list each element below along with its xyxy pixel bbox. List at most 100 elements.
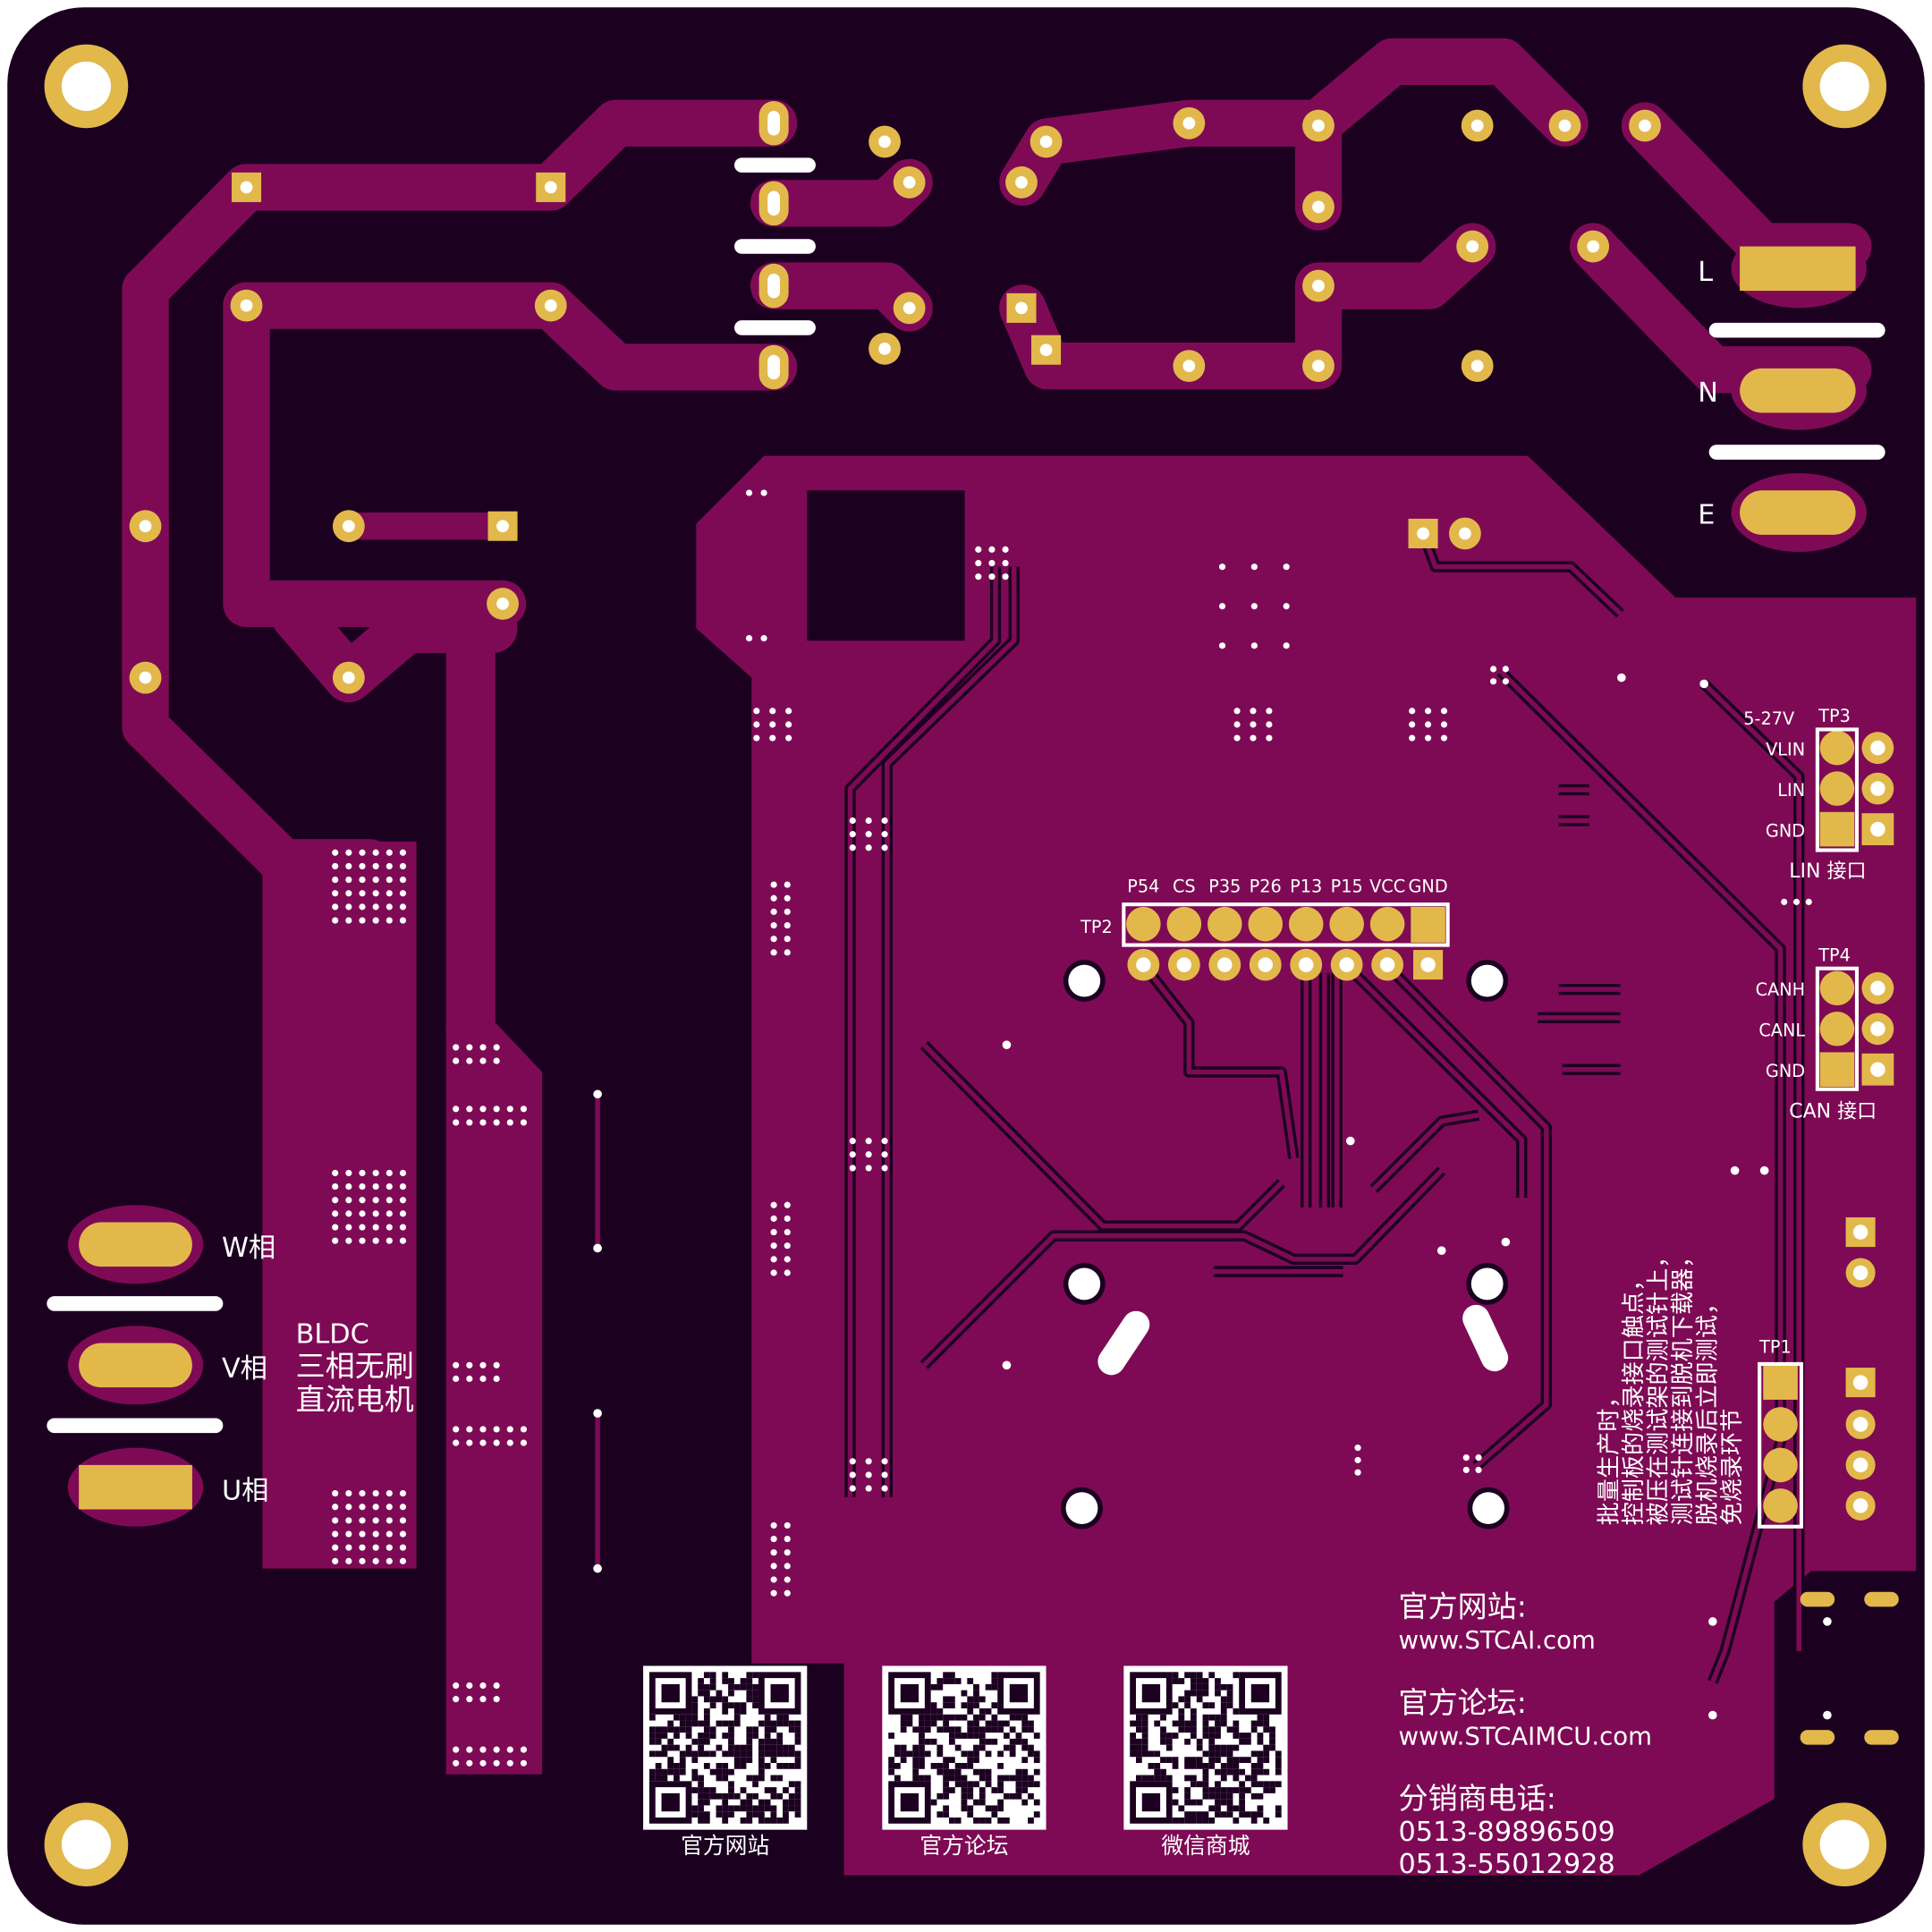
qr-module [698,1683,704,1690]
qr-module [703,1817,710,1824]
qr-module [997,1726,1004,1733]
qr-module [783,1817,789,1824]
tp2-pad [1288,906,1324,942]
qr-module [648,1726,656,1733]
qr-module [746,1799,753,1806]
qr-module [740,1702,747,1709]
qr-module [1244,1811,1251,1818]
via [1250,708,1257,715]
qr-module [691,1708,699,1715]
qr-module [703,1726,710,1733]
pad-u [79,1464,192,1510]
qr-module [1135,1757,1142,1764]
qr-module [1220,1744,1227,1751]
qr-module [1202,1690,1209,1697]
via [493,1057,500,1064]
qr-module [698,1690,704,1697]
qr-module [661,1726,668,1733]
qr-module [770,1792,777,1800]
qr-module [1250,1726,1258,1733]
pad-drill [1379,957,1395,972]
qr-module [770,1738,777,1745]
qr-module [954,1678,962,1684]
qr-module [1130,1738,1136,1745]
qr-module [1135,1775,1142,1782]
qr-module [740,1805,747,1812]
via [372,917,379,924]
qr-module [1250,1750,1258,1758]
qr-module [1215,1750,1221,1758]
via [784,1201,791,1208]
via [332,1237,339,1244]
qr-module [1033,1781,1040,1788]
qr-module [1257,1811,1264,1818]
copper-strip-lower [445,1022,543,1775]
qr-module [1003,1817,1010,1824]
qr-module [703,1738,710,1745]
via [386,1544,393,1551]
via [332,1544,339,1551]
qr-module [1215,1714,1221,1721]
qr-module [746,1696,753,1703]
qr-module [1021,1714,1029,1721]
pad-drill [1870,821,1885,837]
qr-module [919,1775,925,1782]
via [784,1242,791,1250]
qr-module [900,1720,907,1727]
qr-module [783,1720,789,1727]
qr-module [919,1714,925,1721]
qr-module [685,1720,692,1727]
qr-module [973,1768,979,1775]
module-hole [1068,1267,1101,1301]
qr-module [900,1726,907,1733]
qr-module [930,1738,937,1745]
qr-module [1208,1805,1216,1812]
via [372,1557,379,1564]
qr-module [1015,1775,1022,1782]
qr-module [655,1726,662,1733]
note-line: 脱机烧录后立即测试， [1695,1292,1722,1526]
via [386,1197,393,1204]
qr-module [722,1672,729,1679]
qr-module [991,1683,998,1690]
qr-module [1208,1733,1216,1739]
via [1002,559,1009,567]
via [784,1256,791,1263]
via [479,1682,487,1690]
qr-module [967,1726,974,1733]
via [345,1169,352,1177]
qr-module [1021,1775,1029,1782]
qr-module [728,1720,734,1727]
qr-module [997,1720,1004,1727]
qr-module [691,1768,699,1775]
qr-module [943,1714,949,1721]
qr-module [752,1702,758,1709]
via [493,1361,500,1368]
via [453,1119,460,1126]
qr-module [746,1792,753,1800]
qr-module [679,1726,686,1733]
phase-v-label: V相 [222,1353,267,1385]
qr-module [954,1744,962,1751]
qr-module [1208,1702,1216,1709]
qr-module [788,1726,795,1733]
via [479,1696,487,1703]
qr-module [1239,1792,1245,1800]
qr-module [716,1744,723,1751]
pad-drill [1217,957,1233,972]
qr-finder [1141,1792,1161,1812]
qr-module [661,1775,668,1782]
qr-module [679,1763,686,1769]
qr-module [716,1768,723,1775]
pad-drill [1312,279,1325,292]
via [1617,673,1626,682]
qr-module [1208,1738,1216,1745]
qr-module [948,1787,955,1793]
via [1409,721,1416,728]
via [359,876,366,884]
qr-module [698,1781,704,1788]
qr-finder [1141,1683,1161,1703]
pad-drill [1870,740,1885,756]
via [975,573,982,580]
